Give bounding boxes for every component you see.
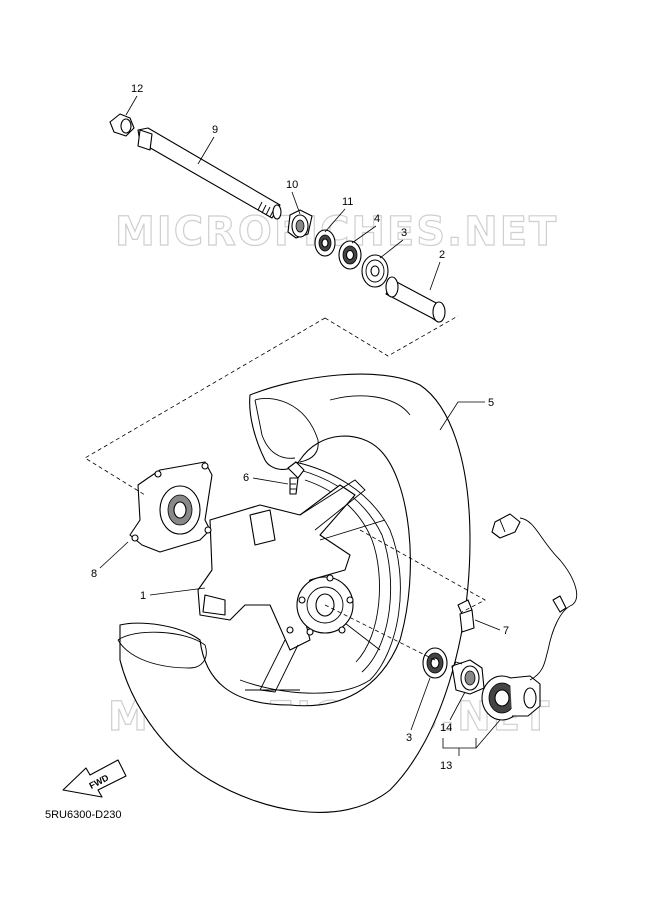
part-12-nut[interactable] — [109, 113, 135, 137]
axle-assembly — [109, 113, 459, 357]
wheel — [117, 373, 471, 813]
callout-11: 11 — [342, 196, 353, 208]
callout-7: 7 — [503, 625, 509, 637]
part-6-valve[interactable] — [287, 461, 305, 495]
part-7-clip[interactable] — [457, 599, 475, 633]
part-4-bearing[interactable] — [338, 240, 362, 270]
part-8-hub-flange[interactable] — [129, 461, 213, 553]
part-13-sensor-unit[interactable] — [481, 513, 578, 721]
part-2-spacer[interactable] — [385, 276, 446, 323]
callout-10: 10 — [286, 179, 298, 191]
part-3-bearing-bottom[interactable] — [422, 647, 448, 679]
part-3-bearing-top[interactable] — [361, 254, 389, 288]
diagram-code: 5RU6300-D230 — [45, 809, 121, 821]
callout-9: 9 — [212, 124, 218, 136]
part-9-axle[interactable] — [137, 127, 282, 220]
callout-8: 8 — [91, 568, 97, 580]
callout-6: 6 — [243, 472, 249, 484]
callout-3-top: 3 — [401, 227, 407, 239]
callout-5: 5 — [488, 397, 494, 409]
part-1-cast-wheel[interactable] — [197, 479, 386, 693]
callout-3-bottom: 3 — [406, 732, 412, 744]
callout-13: 13 — [440, 760, 452, 772]
part-11-oil-seal[interactable] — [314, 229, 336, 257]
part-5-tire[interactable] — [117, 373, 471, 813]
fwd-arrow: FWD — [62, 759, 127, 798]
callout-12: 12 — [131, 83, 143, 95]
callout-2: 2 — [439, 249, 445, 261]
callout-1: 1 — [140, 590, 146, 602]
callout-14: 14 — [440, 722, 452, 734]
part-10-collar[interactable] — [287, 209, 313, 239]
callout-4: 4 — [374, 213, 380, 225]
part-14-gear[interactable] — [451, 659, 485, 695]
watermark-top: MICROFICHES.NET — [115, 209, 558, 255]
